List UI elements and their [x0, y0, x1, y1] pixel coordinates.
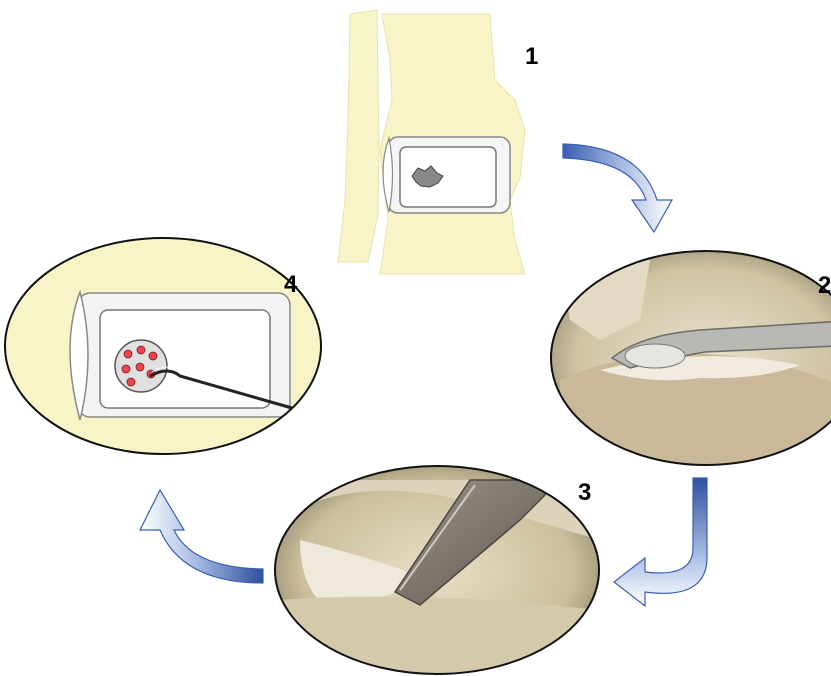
curved-arrow-icon [140, 490, 263, 583]
step-3-arthroscopic-view [275, 466, 600, 676]
step-4-microfracture-illustration [5, 238, 321, 454]
curved-arrow-icon [563, 144, 672, 232]
step-4-number: 4 [284, 271, 298, 298]
step-1-joint-illustration [338, 10, 525, 274]
step-1-number: 1 [525, 43, 538, 70]
left-bone [338, 10, 379, 262]
step-3-number: 3 [578, 479, 591, 506]
step-2-arthroscopic-view [551, 251, 831, 470]
step-2-number: 2 [818, 272, 831, 299]
curved-arrow-icon [614, 478, 707, 606]
